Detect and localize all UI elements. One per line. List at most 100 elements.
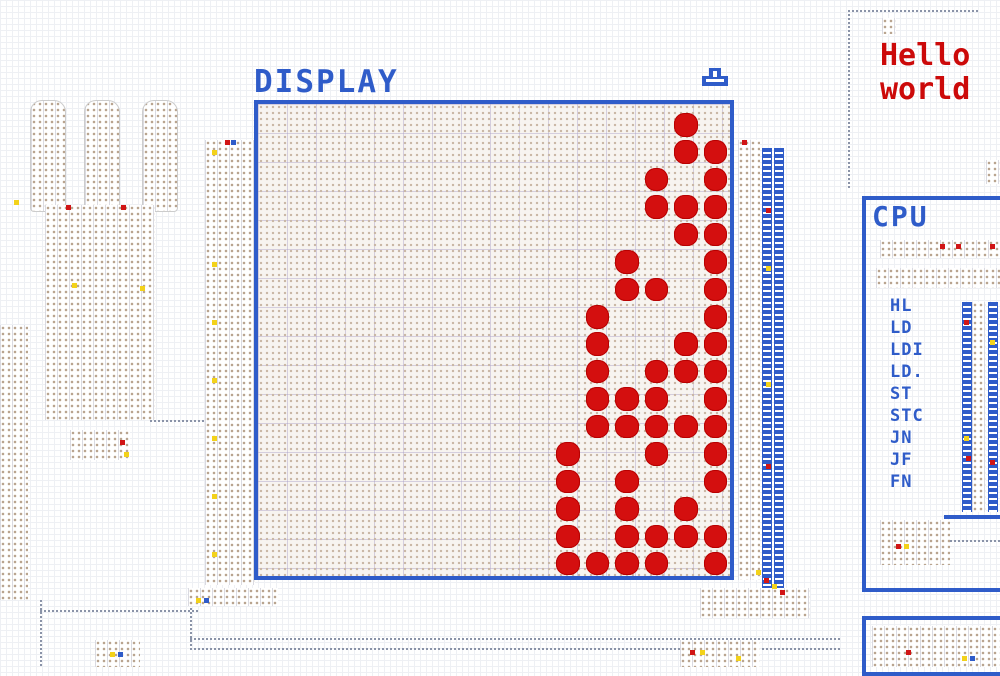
- signal-red: [764, 578, 769, 583]
- signal-yellow: [700, 650, 705, 655]
- cpu-bottom-logic: [880, 520, 950, 565]
- signal-red: [956, 244, 961, 249]
- wrench-icon[interactable]: [700, 66, 730, 92]
- wire: [848, 10, 980, 12]
- wire: [848, 10, 850, 190]
- instruction-st: ST: [890, 384, 912, 404]
- signal-red: [766, 208, 771, 213]
- signal-yellow: [756, 570, 761, 575]
- lit-pixel: [645, 442, 669, 466]
- signal-yellow: [736, 656, 741, 661]
- signal-red: [906, 650, 911, 655]
- cpu-bus-2: [988, 302, 998, 512]
- signal-blue: [970, 656, 975, 661]
- circuit-finger-1: [30, 100, 66, 212]
- lit-pixel: [586, 387, 610, 411]
- cpu-bus: [962, 302, 972, 512]
- signal-yellow: [212, 262, 217, 267]
- lit-pixel: [615, 387, 639, 411]
- lit-pixel: [615, 552, 639, 576]
- signal-yellow: [110, 652, 115, 657]
- lit-pixel: [704, 250, 728, 274]
- cpu-register-bar: [880, 240, 1000, 258]
- signal-yellow: [212, 378, 217, 383]
- lit-pixel: [674, 140, 698, 164]
- lit-pixel: [704, 332, 728, 356]
- signal-red: [120, 440, 125, 445]
- lit-pixel: [674, 360, 698, 384]
- signal-yellow: [212, 320, 217, 325]
- lit-pixel: [704, 415, 728, 439]
- signal-red: [896, 544, 901, 549]
- signal-yellow: [772, 584, 777, 589]
- lit-pixel: [674, 332, 698, 356]
- lit-pixel: [645, 552, 669, 576]
- signal-yellow: [964, 436, 969, 441]
- circuit-finger-3: [142, 100, 178, 212]
- signal-yellow: [14, 200, 19, 205]
- signal-blue: [204, 598, 209, 603]
- signal-yellow: [72, 283, 77, 288]
- cpu-alu: [972, 302, 986, 512]
- lit-pixel: [645, 387, 669, 411]
- signal-red: [990, 244, 995, 249]
- circuit-wrist: [70, 430, 130, 460]
- instruction-fn: FN: [890, 472, 912, 492]
- signal-red: [966, 456, 971, 461]
- signal-blue: [231, 140, 236, 145]
- signal-yellow: [196, 598, 201, 603]
- instruction-ld: LD: [890, 318, 912, 338]
- signal-red: [766, 464, 771, 469]
- signal-yellow: [766, 382, 771, 387]
- lit-pixel: [586, 305, 610, 329]
- lit-pixel: [645, 525, 669, 549]
- lit-pixel: [645, 195, 669, 219]
- signal-yellow: [140, 286, 145, 291]
- lit-pixel: [586, 360, 610, 384]
- memory-cells: [872, 626, 1000, 667]
- lit-pixel: [615, 278, 639, 302]
- wire: [150, 420, 210, 422]
- lit-pixel: [645, 360, 669, 384]
- lit-pixel: [674, 113, 698, 137]
- cpu-title: CPU: [872, 200, 929, 233]
- lit-pixel: [704, 223, 728, 247]
- lit-pixel: [704, 195, 728, 219]
- instruction-ldi: LDI: [890, 340, 924, 360]
- lit-pixel: [704, 140, 728, 164]
- instruction-hl: HL: [890, 296, 912, 316]
- signal-yellow: [904, 544, 909, 549]
- wire: [40, 610, 200, 612]
- lit-pixel: [674, 415, 698, 439]
- instruction-jf: JF: [890, 450, 912, 470]
- signal-yellow: [990, 340, 995, 345]
- lit-pixel: [645, 278, 669, 302]
- display-column-bus: [762, 148, 772, 588]
- lit-pixel: [615, 250, 639, 274]
- lit-pixel: [704, 305, 728, 329]
- display-screen[interactable]: [258, 104, 730, 576]
- circuit-finger-2: [84, 100, 120, 212]
- hello-line-2: world: [880, 74, 970, 106]
- lit-pixel: [704, 360, 728, 384]
- lit-pixel: [704, 387, 728, 411]
- circuit-bottom-bus: [188, 588, 278, 606]
- signal-red: [780, 590, 785, 595]
- lit-pixel: [556, 470, 580, 494]
- signal-red: [742, 140, 747, 145]
- cpu-bus-bar: [944, 515, 1000, 519]
- lit-pixel: [704, 525, 728, 549]
- instruction-ld-dot: LD.: [890, 362, 924, 382]
- instruction-jn: JN: [890, 428, 912, 448]
- lit-pixel: [674, 525, 698, 549]
- signal-yellow: [766, 266, 771, 271]
- lit-pixel: [704, 278, 728, 302]
- signal-yellow: [124, 452, 129, 457]
- lit-pixel: [586, 415, 610, 439]
- lit-pixel: [704, 442, 728, 466]
- wire: [950, 540, 1000, 542]
- signal-yellow: [212, 436, 217, 441]
- lit-pixel: [674, 223, 698, 247]
- lit-pixel: [645, 415, 669, 439]
- signal-yellow: [212, 150, 217, 155]
